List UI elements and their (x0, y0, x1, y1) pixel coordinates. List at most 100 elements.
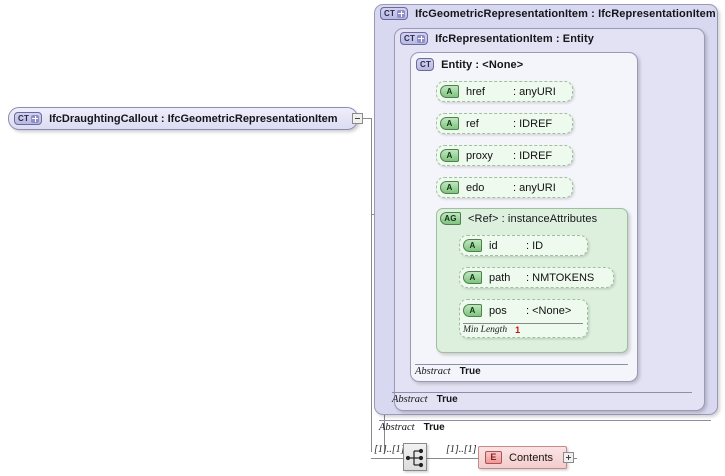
attribute-icon-label: A (446, 118, 453, 128)
abstract-key: Abstract (392, 394, 428, 405)
attribute-group-label: <Ref> : instanceAttributes (468, 212, 598, 225)
plus-glyph (31, 114, 40, 123)
attribute-type-value: IDREF (519, 117, 553, 130)
attribute-row-edo[interactable]: A edo : anyURI (436, 177, 573, 198)
attribute-icon-label: A (469, 240, 476, 250)
complextype-icon: CT (416, 58, 435, 71)
abstract-row-level2: Abstract True (392, 394, 458, 405)
root-type-label: IfcDraughtingCallout : IfcGeometricRepre… (49, 112, 338, 125)
facet-value: 1 (515, 325, 521, 335)
cardinality-label: [1]..[1] (446, 444, 477, 455)
attribute-icon: A (440, 117, 459, 130)
cardinality-label: [1]..[1] (374, 444, 405, 455)
facet-row-min-length: Min Length 1 (463, 325, 520, 335)
plus-glyph (417, 34, 426, 43)
complextype-expandable-icon: CT (14, 112, 43, 125)
attribute-type: : IDREF (513, 118, 552, 130)
abstract-key: Abstract (379, 422, 415, 433)
connector-root-stub (358, 118, 372, 119)
attribute-type: : IDREF (513, 150, 552, 162)
complextype-icon-label: CT (404, 33, 416, 43)
cardinality-contents: [1]..[1] (446, 444, 477, 455)
attribute-row-path[interactable]: A path : NMTOKENS (459, 267, 614, 288)
attribute-row-id[interactable]: A id : ID (459, 235, 588, 256)
root-type-box[interactable]: CT IfcDraughtingCallout : IfcGeometricRe… (8, 107, 358, 130)
attribute-type: : <None> (526, 305, 571, 317)
attribute-type: : anyURI (513, 182, 556, 194)
abstract-value: True (423, 422, 445, 433)
attribute-icon-label: A (446, 150, 453, 160)
attribute-separator: : (513, 149, 517, 162)
abstract-rule-level1 (379, 420, 711, 421)
attribute-type-value: anyURI (519, 181, 556, 194)
connector-sequence-out (427, 458, 478, 459)
panel-label: Entity : <None> (441, 58, 524, 71)
attribute-type-value: anyURI (519, 85, 556, 98)
attribute-row-proxy[interactable]: A proxy : IDREF (436, 145, 573, 166)
abstract-rule-level2 (392, 392, 692, 393)
attribute-name: edo (466, 181, 485, 194)
attribute-row-ref[interactable]: A ref : IDREF (436, 113, 573, 134)
abstract-value: True (459, 366, 481, 377)
complextype-expandable-icon: CT (400, 32, 429, 45)
attribute-type-value: <None> (532, 305, 572, 317)
attribute-type-value: NMTOKENS (532, 271, 595, 284)
complextype-icon-label: CT (384, 8, 396, 18)
attribute-separator: : (513, 117, 517, 130)
abstract-row-level1: Abstract True (379, 422, 445, 433)
attribute-name: pos (489, 305, 507, 317)
panel-label: IfcRepresentationItem : Entity (435, 32, 594, 45)
facet-name: Min Length (463, 325, 508, 335)
attribute-icon: A (440, 181, 459, 194)
element-box-contents[interactable]: E Contents (478, 446, 567, 469)
element-name: Contents (509, 451, 554, 464)
attribute-row-href[interactable]: A href : anyURI (436, 81, 573, 102)
attribute-name: ref (466, 117, 479, 130)
facet-rule-pos (463, 323, 583, 324)
attribute-icon: A (463, 271, 482, 284)
attribute-icon-label: A (446, 182, 453, 192)
root-collapse-expander[interactable] (352, 113, 363, 124)
abstract-rule-level3 (415, 364, 628, 365)
abstract-row-level3: Abstract True (415, 366, 481, 377)
attribute-type: : anyURI (513, 86, 556, 98)
attribute-group-icon: AG (440, 212, 461, 225)
attribute-separator: : (513, 85, 517, 98)
connector-sequence-in (371, 458, 403, 459)
attribute-icon-label: A (469, 305, 476, 315)
attribute-icon: A (440, 85, 459, 98)
contents-expand-expander[interactable] (563, 452, 574, 463)
attribute-row-pos[interactable]: A pos : <None> (459, 299, 588, 338)
abstract-key: Abstract (415, 366, 451, 377)
sequence-icon (405, 448, 424, 468)
panel-title-attribute-group-ref: AG <Ref> : instanceAttributes (440, 212, 597, 225)
attribute-type: : NMTOKENS (526, 272, 594, 284)
element-icon: E (485, 451, 502, 464)
attribute-type: : ID (526, 240, 543, 252)
attribute-type-value: ID (532, 239, 544, 252)
panel-label: IfcGeometricRepresentationItem : IfcRepr… (415, 7, 716, 20)
attribute-separator: : (513, 181, 517, 194)
attribute-name: path (489, 271, 511, 284)
abstract-value: True (436, 394, 458, 405)
attribute-icon: A (463, 304, 482, 317)
panel-title-ifcrepresentationitem: CT IfcRepresentationItem : Entity (400, 32, 594, 45)
cardinality-sequence: [1]..[1] (374, 444, 405, 455)
attribute-icon-label: A (446, 86, 453, 96)
sequence-compositor[interactable] (403, 443, 427, 471)
attribute-icon: A (440, 149, 459, 162)
panel-title-ifcgeometricrepresentationitem: CT IfcGeometricRepresentationItem : IfcR… (380, 7, 716, 20)
plus-glyph (397, 9, 406, 18)
element-icon-label: E (490, 452, 497, 462)
complextype-icon-label: CT (420, 59, 432, 69)
attribute-name: proxy (466, 149, 493, 162)
attribute-group-icon-label: AG (444, 213, 457, 223)
connector-root-vertical (371, 118, 372, 452)
complextype-icon-label: CT (18, 113, 30, 123)
attribute-icon-label: A (469, 272, 476, 282)
attribute-name: href (466, 85, 485, 98)
attribute-separator: : (526, 305, 530, 317)
attribute-separator: : (526, 271, 530, 284)
attribute-separator: : (526, 239, 530, 252)
